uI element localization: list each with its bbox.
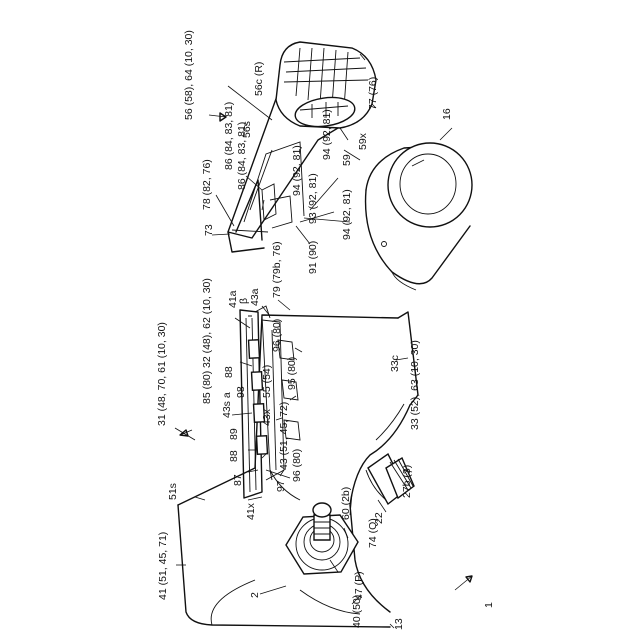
label-2: 2 xyxy=(249,592,261,598)
label-96a: 96 (80) xyxy=(271,319,283,352)
label-13: 13 xyxy=(393,618,405,630)
label-33c: 33c xyxy=(389,355,401,372)
label-1: 1 xyxy=(483,602,495,608)
label-85: 85 (80) xyxy=(201,371,213,404)
label-96b: 96 (80) xyxy=(291,449,303,482)
label-97: 97 xyxy=(275,480,287,492)
label-51s: 51s xyxy=(167,483,179,500)
label-88b: 88 xyxy=(228,450,240,462)
label-40: 40 (50) xyxy=(351,595,363,628)
label-73: 73 xyxy=(203,224,215,236)
label-43: 43 (51, 45, 72) xyxy=(278,402,290,470)
label-56: 56 (58), 64 (10, 30) xyxy=(183,30,195,120)
label-22: 22 xyxy=(373,512,385,524)
label-31: 31 (48, 70, 61 (10, 30) xyxy=(156,322,168,426)
label-59x: 59x xyxy=(357,132,369,150)
label-95: 95 (80) xyxy=(286,357,298,390)
label-98: 98 xyxy=(235,386,247,398)
label-27b: 27b (3) xyxy=(401,465,413,498)
label-56c: 56c (R) xyxy=(253,62,265,96)
label-41x: 41x xyxy=(245,502,257,520)
label-43x: 43x xyxy=(261,408,273,426)
label-93: 93 (92, 81) xyxy=(307,173,319,224)
label-88a: 88 xyxy=(223,366,235,378)
label-41: 41 (51, 45, 71) xyxy=(157,532,169,600)
label-32: 32 (48), 62 (10, 30) xyxy=(201,278,213,368)
label-33: 33 (52), 63 (10, 30) xyxy=(409,340,421,430)
label-60: 60 (2b) xyxy=(340,487,352,520)
label-59: 59 xyxy=(341,154,353,166)
label-43sa: 43s a xyxy=(221,392,233,418)
label-16: 16 xyxy=(441,108,453,120)
label-43a: 43a xyxy=(249,288,261,306)
label-78: 78 (82, 76) xyxy=(201,159,213,210)
label-86a: 86 (84, 83, 81) xyxy=(223,102,235,170)
label-79: 79 (79b, 76) xyxy=(271,241,283,298)
cylindrical-roll xyxy=(366,143,472,290)
label-55: 55 (54) xyxy=(261,365,273,398)
label-91: 91 (90) xyxy=(307,241,319,274)
label-94a: 94 (92, 81) xyxy=(321,109,333,160)
label-94b: 94 (92, 81) xyxy=(291,145,303,196)
label-77: 77 (76) xyxy=(367,77,379,110)
label-87: 87 xyxy=(232,474,244,486)
label-86b: 86 (84, 83, 81) xyxy=(236,122,248,190)
label-94c: 94 (92, 81) xyxy=(341,189,353,240)
label-89: 89 xyxy=(228,428,240,440)
